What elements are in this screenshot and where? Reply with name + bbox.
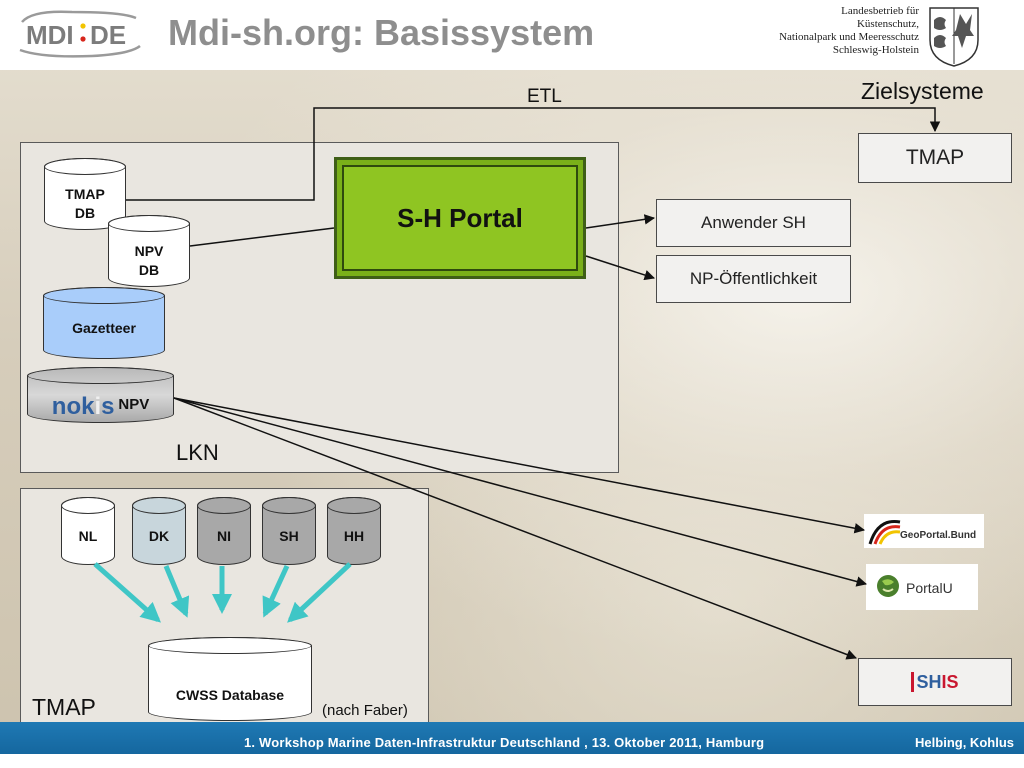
tmap-target-box: TMAP [858,133,1012,183]
np-oeffentlichkeit-label: NP-Öffentlichkeit [689,269,818,288]
geoportal-label: GeoPortal.Bund [900,530,977,541]
source-cylinder-dk: DK [132,497,186,565]
cwss-database-cylinder: CWSS Database [148,637,312,721]
agency-name: Landesbetrieb für Küstenschutz, National… [779,5,919,57]
source-label: SH [279,527,299,544]
source-label: HH [343,527,365,544]
agency-line: Schleswig-Holstein [832,44,919,56]
gazetteer-cylinder: Gazetteer [43,287,165,359]
tmap-db-label: DB [74,205,96,221]
source-cylinder-nl: NL [61,497,115,565]
mis-target-box: SHIS [858,658,1012,706]
tmap-db-cylinder: TMAP DB [44,158,126,230]
gazetteer-label: Gazetteer [72,319,136,336]
anwender-sh-label: Anwender SH [701,213,806,232]
tmap-db-label: TMAP [65,186,105,202]
zielsysteme-heading: Zielsysteme [861,78,984,104]
sh-portal-label: S-H Portal [397,202,523,233]
anwender-sh-box: Anwender SH [656,199,851,247]
geoportal-arcs-icon [868,519,901,545]
npv-db-label: NPV [134,243,164,259]
header: MDI DE Mdi-sh.org: Basissystem Landesbet… [0,0,1024,70]
agency-line: Nationalpark und Meeresschutz [779,31,919,43]
npv-db-cylinder: NPV DB [108,215,190,287]
coat-of-arms-icon [929,7,979,67]
portalu-label: PortalU [906,580,953,596]
source-cylinder-hh: HH [327,497,381,565]
lkn-label: LKN [176,440,219,465]
np-oeffentlichkeit-box: NP-Öffentlichkeit [656,255,851,303]
source-cylinder-ni: NI [197,497,251,565]
nokis-cylinder: nokis NPV [27,367,174,423]
mis-logo: SHIS [911,671,959,693]
portalu-logo: PortalU [866,564,978,610]
tmap-target-label: TMAP [905,146,965,169]
agency-line: Landesbetrieb für [841,5,919,17]
tmap-group-label: TMAP [32,694,96,720]
cwss-database-label: CWSS Database [175,686,285,703]
sh-portal-box: S-H Portal [334,157,586,279]
footer-authors: Helbing, Kohlus [915,735,1014,750]
etl-label: ETL [527,86,562,107]
svg-text:DE: DE [90,20,126,50]
source-label: NL [78,527,98,544]
source-label: DK [148,527,170,544]
mdi-de-logo: MDI DE [19,10,141,58]
source-label: NI [217,527,231,544]
agency-line: Küstenschutz, [856,18,919,30]
npv-db-label: DB [138,262,160,278]
svg-text:MDI: MDI [26,20,74,50]
geoportal-bund-logo: GeoPortal.Bund [864,514,984,548]
footer-bar [0,722,1024,754]
portalu-globe-icon [877,575,899,597]
footer-event-text: 1. Workshop Marine Daten-Infrastruktur D… [244,735,765,750]
attribution-label: (nach Faber) [322,702,408,719]
page-title: Mdi-sh.org: Basissystem [168,12,595,53]
nokis-logo: nokis [51,393,115,420]
source-cylinder-sh: SH [262,497,316,565]
nokis-npv-label: NPV [118,396,150,413]
